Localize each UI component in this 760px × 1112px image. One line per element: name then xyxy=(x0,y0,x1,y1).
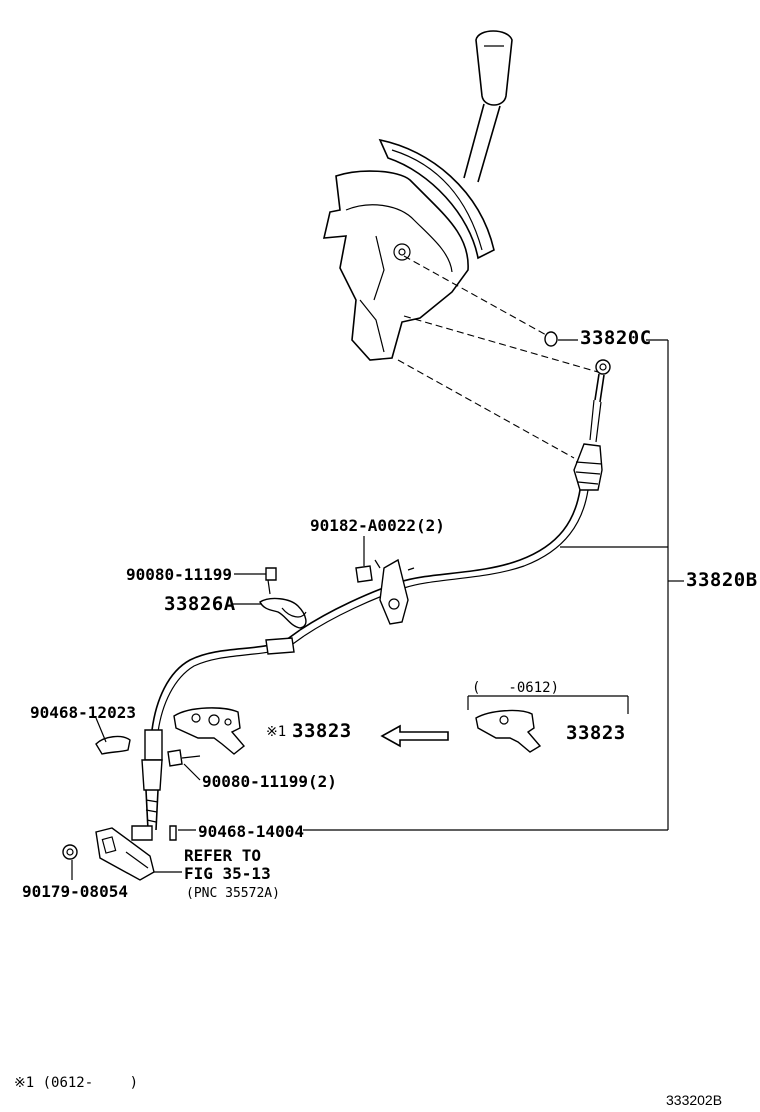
shift-lever-assembly[interactable] xyxy=(322,30,513,361)
label-90182-A0022[interactable]: 90182-A0022(2) xyxy=(310,516,445,535)
label-33820B[interactable]: 33820B xyxy=(686,569,758,591)
bracket-33823-right[interactable] xyxy=(475,709,542,753)
figure-id: 333202B xyxy=(666,1092,723,1108)
label-90080-11199-upper[interactable]: 90080-11199 xyxy=(126,565,232,584)
label-33820C[interactable]: 33820C xyxy=(580,327,652,349)
refer-to-line2[interactable]: FIG 35-13 xyxy=(184,864,271,883)
label-90468-12023[interactable]: 90468-12023 xyxy=(30,703,136,722)
shift-link-lever[interactable] xyxy=(62,827,155,881)
clip-90468-12023[interactable] xyxy=(95,735,131,755)
shift-cable[interactable] xyxy=(131,331,611,841)
label-33823-right[interactable]: 33823 xyxy=(566,722,626,744)
cable-bracket[interactable] xyxy=(355,558,415,625)
label-33823-left[interactable]: 33823 xyxy=(292,720,352,742)
label-90468-14004[interactable]: 90468-14004 xyxy=(198,822,304,841)
label-note-mark: ※1 xyxy=(266,724,287,740)
leader-lines xyxy=(71,339,684,880)
label-33826A[interactable]: 33826A xyxy=(164,593,236,615)
footnote: ※1 (0612- ) xyxy=(14,1075,139,1091)
label-90080-11199-lower[interactable]: 90080-11199(2) xyxy=(202,772,337,791)
pin-90468-14004[interactable] xyxy=(169,825,177,841)
refer-to-line1: REFER TO xyxy=(184,846,262,865)
bracket-33823-left[interactable] xyxy=(173,707,246,755)
clip-33826A[interactable] xyxy=(259,567,307,629)
label-90179-08054[interactable]: 90179-08054 xyxy=(22,882,128,901)
label-date-range: ( -0612) xyxy=(472,680,560,696)
refer-to-pnc: (PNC 35572A) xyxy=(186,886,280,901)
bolt-90080-lower[interactable] xyxy=(167,749,201,767)
replacement-arrow xyxy=(380,724,449,748)
